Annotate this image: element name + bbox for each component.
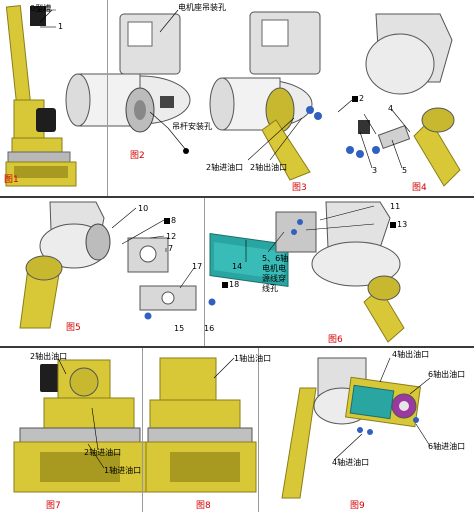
arm-figure-5 [19, 201, 216, 329]
robot-full-figure [5, 5, 77, 187]
f7-axis2-inlet-label: 2轴进油口 [84, 448, 122, 457]
part-number-8: 8 [171, 216, 177, 225]
part-number-2: 2 [359, 94, 365, 103]
figure-2-caption: 图2 [130, 151, 145, 161]
panel-top-drawing [5, 5, 461, 187]
panel-middle: 10 8 12 7 17 18 15 16 图5 11 13 14 5、6轴 电… [0, 198, 474, 346]
figure-8-caption: 图8 [196, 501, 211, 511]
divider-1 [0, 196, 474, 198]
square-marker-icon [352, 95, 358, 102]
cable-hole-label-line-2: 电机电 [262, 264, 286, 273]
panel-top: 0型槽 1 图1 电机座吊装孔 吊杆安装孔 图2 2轴进油口 2轴出油口 图3 … [0, 0, 474, 196]
part-number-7: 7 [168, 244, 174, 253]
cable-hole-label: 5、6轴 电机电 源线穿 线孔 [262, 254, 288, 294]
axis2-outlet-label: 2轴出油口 [250, 163, 288, 172]
robot-base-figure-7 [13, 359, 147, 493]
divider-2 [0, 346, 474, 348]
wrist-figure-9 [281, 357, 422, 499]
figure-5-caption: 图5 [66, 323, 81, 333]
part-number-10: 10 [138, 204, 149, 213]
part-number-1: 1 [58, 22, 64, 31]
separator-4 [258, 348, 259, 512]
part-number-12: 12 [166, 232, 177, 241]
part-number-17: 17 [192, 262, 203, 271]
part-number-11: 11 [390, 202, 401, 211]
arm-figure-4 [346, 13, 461, 187]
axis2-inlet-label: 2轴进油口 [206, 163, 244, 172]
part-number-b2: 2 [352, 94, 364, 103]
part-number-4: 4 [388, 104, 394, 113]
part-number-3: 3 [372, 166, 378, 175]
part-number-b8: 8 [164, 216, 176, 225]
figure-9-caption: 图9 [350, 501, 365, 511]
f7-axis1-inlet-label: 1轴进油口 [104, 466, 142, 475]
square-marker-icon [164, 217, 170, 224]
separator-1 [107, 0, 108, 196]
cable-hole-label-line-4: 线孔 [262, 284, 278, 293]
square-marker-icon [222, 281, 228, 288]
part-number-14: 14 [232, 262, 243, 271]
robot-base-figure-8 [145, 357, 257, 493]
f9-axis4-outlet-label: 4轴出油口 [392, 350, 430, 359]
part-number-13: 13 [397, 220, 408, 229]
panel-middle-drawing [19, 201, 405, 343]
square-marker-icon [390, 221, 396, 228]
figure-4-caption: 图4 [412, 183, 427, 193]
panel-bottom: 2轴出油口 2轴进油口 1轴进油口 图7 1轴出油口 图8 4轴出油口 6轴出油… [0, 348, 474, 512]
f9-axis6-outlet-label: 6轴出油口 [428, 370, 466, 379]
figure-1-caption: 图1 [4, 175, 19, 185]
f9-axis4-inlet-label: 4轴进油口 [332, 458, 370, 467]
arm-figure-3 [209, 11, 322, 181]
part-number-16: 16 [204, 324, 215, 333]
part-number-b13: 13 [390, 220, 407, 229]
f8-axis1-outlet-label: 1轴出油口 [234, 354, 272, 363]
cable-hole-label-line-3: 源线穿 [262, 274, 286, 283]
f9-axis6-inlet-label: 6轴进油口 [428, 442, 466, 451]
part-number-5: 5 [402, 166, 408, 175]
separator-2 [204, 198, 205, 346]
part-number-15: 15 [174, 324, 185, 333]
motor-hole-label: 电机座吊装孔 [178, 3, 226, 12]
part-number-b18: 18 [222, 280, 239, 289]
arm-figure-6 [209, 201, 405, 343]
groove-label: 0型槽 [30, 4, 52, 13]
arm-figure-2 [65, 13, 191, 133]
figure-7-caption: 图7 [46, 501, 61, 511]
part-number-18: 18 [229, 280, 240, 289]
panel-bottom-drawing [13, 357, 431, 499]
figure-3-caption: 图3 [292, 183, 307, 193]
cable-hole-label-line-1: 5、6轴 [262, 254, 289, 263]
lift-hole-label: 吊杆安装孔 [172, 122, 212, 131]
separator-3 [142, 348, 143, 512]
f7-axis2-outlet-label: 2轴出油口 [30, 352, 68, 361]
figure-6-caption: 图6 [328, 335, 343, 345]
